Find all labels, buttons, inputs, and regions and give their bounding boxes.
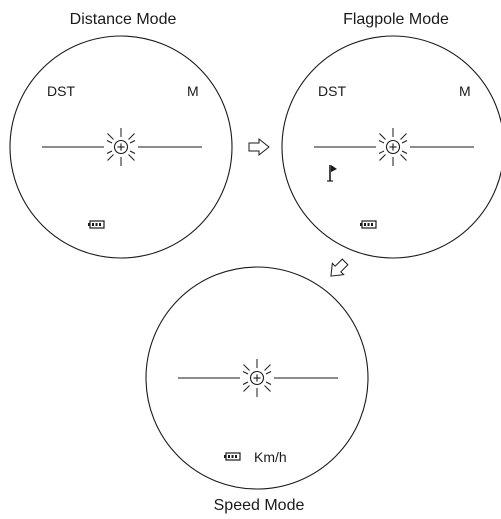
arrow-right-icon [248,137,270,157]
flagpole-mode-title: Flagpole Mode [343,11,449,28]
battery-icon [359,220,377,229]
flagpole-mode-scope [281,35,501,259]
reticle-icon [314,127,474,167]
flagpole-unit-label: M [459,83,471,99]
reticle-icon [42,127,202,167]
distance-unit-label: M [187,83,199,99]
speed-unit-label: Km/h [254,449,287,465]
flagpole-mode-label: DST [318,83,346,99]
distance-mode-label: DST [47,83,75,99]
speed-mode-title: Speed Mode [213,497,305,514]
distance-mode-title: Distance Mode [69,11,177,28]
arrow-down-left-icon [330,258,349,277]
battery-icon [87,220,105,229]
reticle-icon [178,358,338,398]
flag-icon [327,165,337,182]
speed-mode-scope [145,266,369,490]
battery-icon [223,452,241,461]
distance-mode-scope [9,35,233,259]
